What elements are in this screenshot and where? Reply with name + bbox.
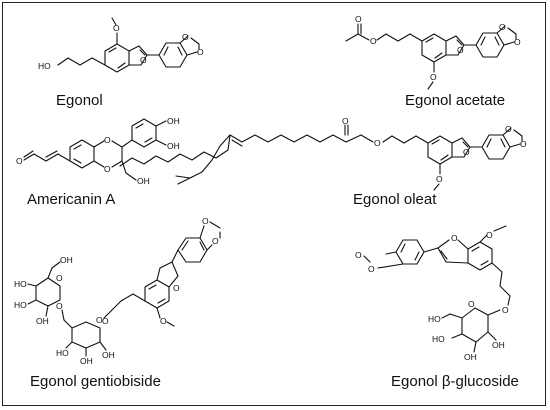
atom-o-dioxane-1: O	[104, 135, 111, 145]
figure-frame	[2, 2, 546, 406]
atom-o-ring-inner: O	[96, 315, 103, 325]
atom-ho-ch2oh: HO	[428, 314, 441, 324]
atom-o-furan: O	[457, 45, 464, 55]
atom-o-methoxy: O	[113, 23, 120, 33]
structure-egonol: O O O O HO	[38, 17, 204, 73]
caption-egonol-gentiobiside: Egonol gentiobiside	[30, 373, 161, 390]
caption-egonol-oleat: Egonol oleat	[353, 191, 437, 208]
atom-o-dioxole-2: O	[368, 264, 375, 274]
atom-o-dioxole-1: O	[499, 22, 506, 32]
atom-o-dioxole-2: O	[197, 47, 204, 57]
atom-o-furan: O	[173, 283, 180, 293]
atom-oh-catechol-2: OH	[167, 141, 180, 151]
atom-o-dioxole-1: O	[202, 216, 209, 226]
caption-egonol: Egonol	[56, 92, 103, 109]
atom-o-furan: O	[451, 233, 458, 243]
atom-o-dioxole-2: O	[520, 139, 527, 149]
atom-o-furan: O	[140, 55, 147, 65]
atom-oh-ch2oh: OH	[137, 176, 150, 186]
structure-americanin-a: O O O OH OH OH	[16, 116, 180, 186]
atom-o-dioxole-1: O	[505, 124, 512, 134]
atom-oh-2: OH	[464, 352, 477, 362]
atom-o-ester: O	[370, 36, 377, 46]
atom-ho-outer-1: HO	[14, 279, 27, 289]
atom-ho-1: HO	[432, 334, 445, 344]
atom-o-furan: O	[463, 147, 470, 157]
atom-oh-outer-3: OH	[36, 316, 49, 326]
atom-o-methoxy: O	[486, 230, 493, 240]
atom-ho-outer-2: HO	[14, 300, 27, 310]
atom-o-dioxole-2: O	[514, 37, 521, 47]
atom-o-ester: O	[374, 138, 381, 148]
atom-o-dioxole-2: O	[212, 236, 219, 246]
atom-o-methoxy: O	[160, 316, 167, 326]
atom-oh-outer-ch2oh: OH	[60, 255, 73, 265]
atom-o-methoxy: O	[436, 174, 443, 184]
structure-egonol-gentiobiside: O O O O O O OH OH HO O O	[14, 216, 221, 366]
caption-americanin-a: Americanin A	[27, 191, 116, 208]
atom-o-carbonyl: O	[342, 116, 349, 126]
atom-ho: HO	[38, 61, 51, 71]
caption-egonol-acetate: Egonol acetate	[405, 92, 506, 109]
atom-o-methoxy: O	[430, 72, 437, 82]
atom-o-aldehyde: O	[16, 156, 23, 166]
atom-o-dioxole-1: O	[355, 250, 362, 260]
atom-o-dioxane-2: O	[104, 164, 111, 174]
structure-egonol-acetate: O O O O O O	[345, 14, 521, 90]
structure-egonol-glucoside: O O O O O O HO HO OH	[355, 225, 511, 362]
atom-o-carbonyl: O	[355, 14, 362, 24]
atom-oh-catechol-1: OH	[167, 116, 180, 126]
atom-o-glycosidic: O	[102, 316, 109, 326]
atom-o-dioxole-1: O	[182, 32, 189, 42]
atom-oh-inner-1: OH	[80, 356, 93, 366]
atom-ho-inner: HO	[56, 348, 69, 358]
atom-o-glycosidic: O	[502, 305, 509, 315]
atom-o-ring: O	[468, 299, 475, 309]
atom-oh-3: OH	[492, 340, 505, 350]
structure-egonol-oleat: O O O O O O	[119, 116, 527, 191]
caption-egonol-glucoside: Egonol β-glucoside	[391, 373, 519, 390]
atom-oh-inner-2: OH	[102, 350, 115, 360]
atom-o-ring-outer: O	[56, 273, 63, 283]
atom-o-link: O	[56, 301, 63, 311]
